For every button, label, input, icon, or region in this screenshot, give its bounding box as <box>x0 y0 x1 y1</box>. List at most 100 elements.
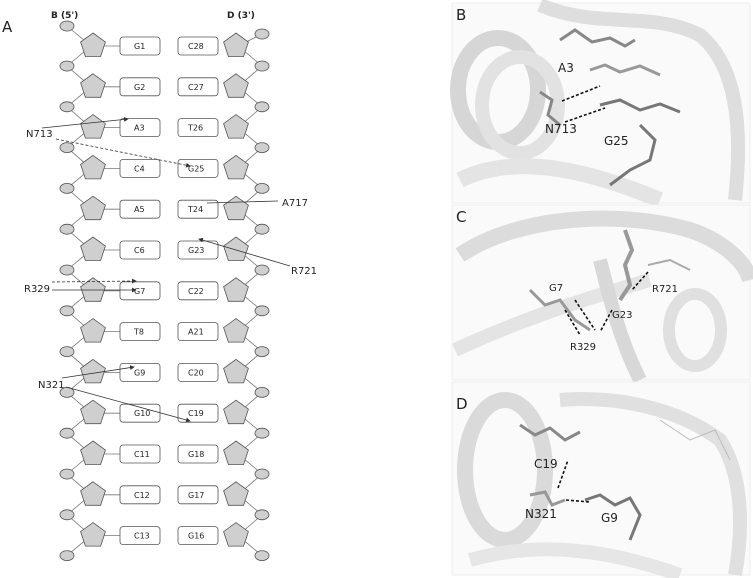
base-right-label: G25 <box>188 164 204 173</box>
base-right-label: C27 <box>188 83 204 92</box>
phosphate <box>254 142 270 154</box>
phosphate <box>254 427 270 439</box>
sugar-right <box>223 32 249 57</box>
residue-n321: N321 <box>38 380 65 391</box>
base-left-label: G1 <box>134 42 145 51</box>
phosphate <box>59 20 75 32</box>
sugar-right <box>223 73 249 98</box>
sugar-right <box>223 522 249 547</box>
base-box-right <box>177 526 219 545</box>
helix-structure <box>59 20 270 561</box>
base-right-label: A21 <box>188 328 204 337</box>
label-d-c19: C19 <box>534 457 558 471</box>
base-left-label: C11 <box>134 450 150 459</box>
base-left-label: C12 <box>134 491 150 500</box>
phosphate <box>59 223 75 235</box>
base-right-label: T26 <box>187 124 203 133</box>
sugar-left <box>80 73 106 98</box>
strand-b-label: B (5') <box>51 11 78 21</box>
base-left-label: T8 <box>133 328 144 337</box>
phosphate <box>59 101 75 113</box>
base-left-label: C6 <box>134 246 145 255</box>
base-left-label: G7 <box>134 287 145 296</box>
phosphate <box>59 142 75 154</box>
label-b-a3: A3 <box>558 61 574 75</box>
base-left-label: G2 <box>134 83 145 92</box>
label-c-r721: R721 <box>652 284 678 295</box>
phosphate <box>254 305 270 317</box>
phosphate <box>254 386 270 398</box>
base-box-right <box>177 362 219 382</box>
base-right-label: C28 <box>188 42 204 51</box>
base-box-left <box>119 322 161 342</box>
base-right-label: G18 <box>188 450 204 459</box>
sugar-right <box>223 318 249 343</box>
base-box-right <box>177 199 219 219</box>
base-right-label: C19 <box>188 409 204 418</box>
base-left-label: G10 <box>134 409 150 418</box>
base-box-right <box>177 77 219 97</box>
phosphate <box>254 264 270 276</box>
sugar-left <box>80 318 106 343</box>
base-right-label: G16 <box>188 532 204 541</box>
sugar-left <box>80 481 106 506</box>
phosphate <box>254 60 270 72</box>
panel-c: G7 G23 R721 R329 C <box>451 204 753 384</box>
strand-d-label: D (3') <box>227 11 255 21</box>
sugar-left <box>80 358 106 384</box>
base-left-label: C4 <box>134 164 145 173</box>
phosphate <box>59 182 75 194</box>
sugar-right <box>223 358 249 384</box>
sugar-right <box>223 154 249 180</box>
panel-a-letter: A <box>2 18 13 36</box>
panel-b: A3 N713 G25 B <box>450 0 751 208</box>
base-box-right <box>177 281 219 301</box>
phosphate <box>59 264 75 276</box>
base-right-label: G17 <box>188 491 204 500</box>
phosphate <box>254 182 270 194</box>
panel-c-letter: C <box>456 208 466 226</box>
panel-d: C19 N321 G9 D <box>451 381 751 578</box>
label-d-n321: N321 <box>525 507 557 521</box>
sugar-right <box>223 399 249 425</box>
base-box-left <box>119 199 161 219</box>
phosphate <box>254 346 270 358</box>
phosphate <box>59 427 75 439</box>
residue-annotations: N713 A717 R721 R329 N321 <box>24 117 317 423</box>
sugar-left <box>80 154 106 180</box>
base-box-left <box>119 240 161 260</box>
phosphate <box>59 60 75 72</box>
base-box-left <box>119 36 161 56</box>
label-c-g7: G7 <box>549 283 563 294</box>
base-left-label: A3 <box>134 124 145 133</box>
sugar-left <box>80 440 106 465</box>
base-box-right <box>177 36 219 56</box>
base-right-label: C22 <box>188 287 204 296</box>
base-box-left <box>119 403 161 423</box>
label-b-g25: G25 <box>604 134 629 148</box>
base-box-right <box>177 118 219 137</box>
phosphate <box>59 346 75 358</box>
base-left-label: G9 <box>134 368 145 377</box>
sugar-left <box>80 522 106 547</box>
base-box-right <box>177 485 219 505</box>
base-box-left <box>119 485 161 505</box>
phosphate <box>254 509 270 521</box>
residue-n713: N713 <box>26 129 53 140</box>
base-box-left <box>119 77 161 97</box>
phosphate <box>59 468 75 480</box>
sugar-right <box>223 195 249 221</box>
sugar-right <box>223 277 249 302</box>
sugar-left <box>80 236 106 261</box>
base-box-left <box>119 158 161 178</box>
base-right-label: G23 <box>188 246 204 255</box>
phosphate <box>59 305 75 317</box>
base-box-right <box>177 322 219 342</box>
phosphate <box>254 468 270 480</box>
base-box-left <box>119 281 161 301</box>
label-c-g23: G23 <box>612 310 632 321</box>
base-box-left <box>119 444 161 464</box>
